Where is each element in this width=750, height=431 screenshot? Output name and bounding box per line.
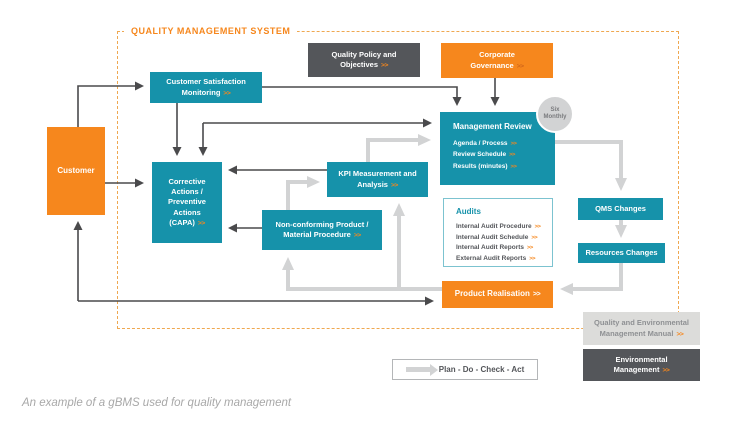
diagram-title: QUALITY MANAGEMENT SYSTEM	[124, 25, 298, 37]
pdca-legend-label: Plan - Do - Check - Act	[438, 365, 525, 374]
audits-title: Audits	[456, 207, 481, 216]
management-review-item[interactable]: Results (minutes)>>	[453, 162, 517, 170]
chevron-icon: >>	[510, 163, 517, 170]
resources-changes-label: Resources Changes	[585, 247, 658, 257]
corporate-governance-label: Corporate Governance>>	[470, 50, 524, 70]
kpi-measurement-box[interactable]: KPI Measurement and Analysis>>	[327, 162, 428, 197]
resources-changes-box: Resources Changes	[578, 243, 665, 263]
kpi-measurement-label: KPI Measurement and Analysis>>	[338, 169, 417, 189]
chevron-icon: >>	[662, 367, 670, 374]
arrow-customer-to-monitoring	[77, 81, 144, 127]
management-review-title: Management Review	[453, 122, 532, 131]
customer-label: Customer	[57, 165, 95, 175]
environmental-management-box[interactable]: Environmental Management>>	[583, 349, 700, 381]
gray-arrow-icon	[405, 363, 438, 376]
audit-item[interactable]: Internal Audit Procedure>>	[456, 222, 541, 230]
pdca-kpi-to-management-review	[366, 134, 431, 162]
chevron-icon: >>	[510, 140, 517, 147]
pdca-product-realisation-to-nonconforming	[282, 257, 442, 291]
corporate-governance-box[interactable]: Corporate Governance>>	[441, 43, 553, 78]
management-review-item[interactable]: Agenda / Process>>	[453, 139, 517, 147]
qms-dashed-border	[117, 31, 679, 329]
pdca-legend: Plan - Do - Check - Act	[392, 359, 538, 380]
management-review-item[interactable]: Review Schedule>>	[453, 151, 515, 159]
product-realisation-box[interactable]: Product Realisation>>	[442, 281, 553, 308]
chevron-icon: >>	[197, 219, 205, 227]
chevron-icon: >>	[676, 330, 684, 338]
customer-satisfaction-monitoring-box[interactable]: Customer Satisfaction Monitoring>>	[150, 72, 262, 103]
product-realisation-label: Product Realisation>>	[454, 289, 541, 299]
chevron-icon: >>	[531, 234, 538, 241]
chevron-icon: >>	[516, 62, 524, 70]
audit-item[interactable]: Internal Audit Schedule>>	[456, 233, 538, 241]
figure-caption: An example of a gBMS used for quality ma…	[22, 397, 292, 409]
chevron-icon: >>	[534, 223, 541, 230]
customer-box: Customer	[47, 127, 105, 215]
management-review-box[interactable]: Management Review Agenda / Process>> Rev…	[440, 112, 555, 185]
pdca-resources-to-product-realisation	[560, 263, 623, 295]
qms-changes-box: QMS Changes	[578, 198, 663, 220]
quality-policy-objectives-label: Quality Policy and Objectives>>	[331, 49, 397, 69]
non-conforming-product-box[interactable]: Non-conforming Product / Material Proced…	[262, 210, 382, 250]
audits-panel: Audits Internal Audit Procedure>> Intern…	[443, 198, 553, 267]
capa-box[interactable]: Corrective Actions / Preventive Actions …	[152, 162, 222, 243]
audit-item[interactable]: External Audit Reports>>	[456, 254, 536, 262]
quality-environmental-manual-label: Quality and Environmental Management Man…	[593, 318, 690, 338]
audit-item[interactable]: Internal Audit Reports>>	[456, 244, 533, 252]
quality-environmental-manual-box[interactable]: Quality and Environmental Management Man…	[583, 312, 700, 345]
chevron-icon: >>	[223, 89, 231, 97]
quality-policy-objectives-box[interactable]: Quality Policy and Objectives>>	[308, 43, 420, 77]
arrow-monitoring-to-management-review	[262, 86, 462, 106]
chevron-icon: >>	[390, 181, 398, 189]
chevron-icon: >>	[353, 232, 361, 239]
capa-label: Corrective Actions / Preventive Actions …	[168, 177, 206, 227]
customer-satisfaction-monitoring-label: Customer Satisfaction Monitoring>>	[166, 77, 246, 97]
chevron-icon: >>	[532, 289, 541, 299]
chevron-icon: >>	[527, 245, 533, 252]
environmental-management-label: Environmental Management>>	[613, 354, 670, 374]
pdca-nonconforming-to-kpi	[286, 176, 320, 210]
non-conforming-product-label: Non-conforming Product / Material Proced…	[275, 219, 369, 239]
qms-changes-label: QMS Changes	[595, 203, 646, 213]
chevron-icon: >>	[529, 255, 536, 262]
chevron-icon: >>	[509, 152, 515, 159]
chevron-icon: >>	[381, 62, 388, 69]
pdca-management-review-to-qms-changes	[555, 140, 627, 191]
